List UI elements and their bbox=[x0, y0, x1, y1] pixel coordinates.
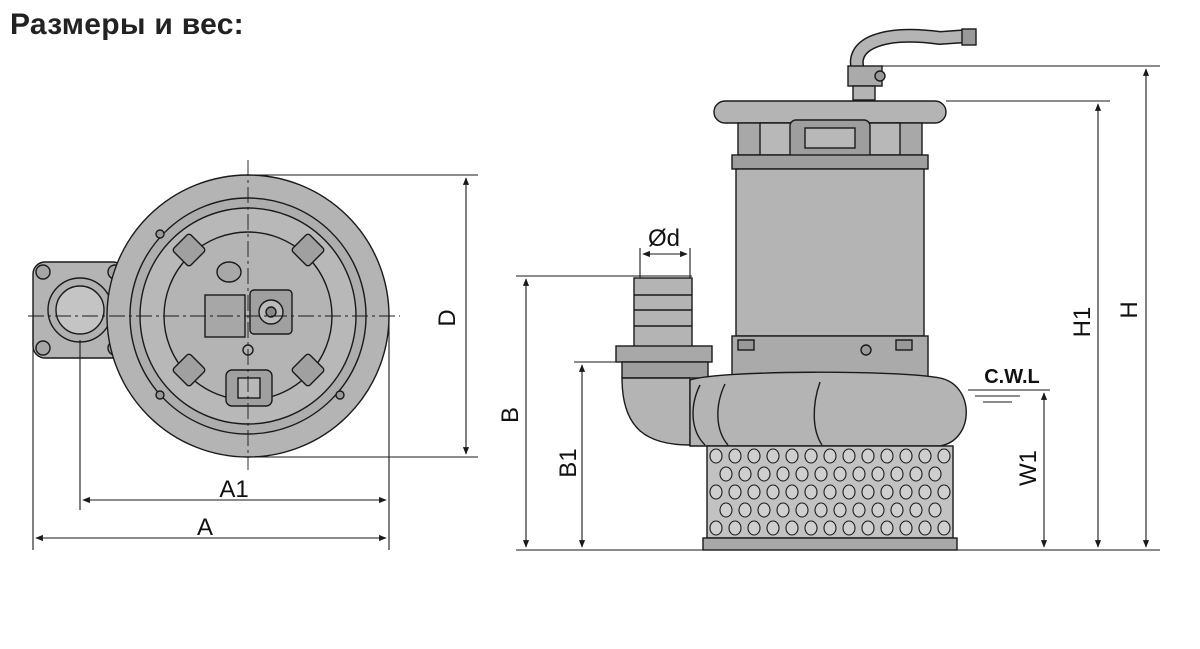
strainer-hole bbox=[918, 484, 932, 500]
strainer-hole bbox=[861, 520, 875, 536]
strainer-hole bbox=[899, 484, 913, 500]
dim-label-d-upper: D bbox=[434, 309, 461, 326]
strainer-hole bbox=[823, 484, 837, 500]
strainer-hole bbox=[833, 502, 847, 518]
strainer-hole bbox=[738, 502, 752, 518]
dim-label-a1: A1 bbox=[219, 476, 248, 503]
strainer-hole bbox=[785, 520, 799, 536]
strainer-hole bbox=[747, 484, 761, 500]
dim-label-h1: H1 bbox=[1069, 307, 1096, 338]
strainer-hole bbox=[842, 448, 856, 464]
strainer-hole bbox=[785, 484, 799, 500]
strainer-hole bbox=[766, 484, 780, 500]
strainer-hole bbox=[814, 466, 828, 482]
strainer-hole bbox=[880, 520, 894, 536]
strainer-hole bbox=[937, 520, 951, 536]
motor-housing bbox=[735, 168, 925, 337]
strainer-hole bbox=[776, 466, 790, 482]
strainer-hole bbox=[757, 466, 771, 482]
strainer-hole bbox=[909, 502, 923, 518]
dim-label-cwl: C.W.L bbox=[984, 366, 1040, 388]
strainer-hole bbox=[804, 448, 818, 464]
strainer-hole bbox=[766, 520, 780, 536]
strainer-hole bbox=[785, 448, 799, 464]
side-view-dimensions bbox=[516, 65, 1160, 551]
top-view-centerlines bbox=[28, 160, 400, 470]
strainer-hole bbox=[937, 448, 951, 464]
strainer-hole bbox=[747, 520, 761, 536]
strainer-hole bbox=[842, 484, 856, 500]
strainer-hole bbox=[899, 448, 913, 464]
dim-label-h: H bbox=[1116, 301, 1143, 318]
strainer-hole bbox=[795, 466, 809, 482]
strainer-hole bbox=[937, 484, 951, 500]
strainer-hole bbox=[852, 466, 866, 482]
strainer-hole bbox=[890, 502, 904, 518]
strainer-hole bbox=[890, 466, 904, 482]
dim-label-a: A bbox=[197, 514, 213, 541]
page-title: Размеры и вес: bbox=[10, 8, 244, 41]
top-view-dimensions bbox=[32, 174, 478, 550]
strainer-hole bbox=[728, 448, 742, 464]
strainer-hole bbox=[766, 448, 780, 464]
strainer-hole bbox=[738, 466, 752, 482]
strainer-hole bbox=[728, 520, 742, 536]
strainer-hole bbox=[747, 448, 761, 464]
strainer-hole bbox=[709, 520, 723, 536]
strainer-hole bbox=[728, 484, 742, 500]
strainer-holes bbox=[709, 448, 951, 536]
dim-label-b: B bbox=[497, 407, 524, 423]
strainer-hole bbox=[928, 502, 942, 518]
side-view bbox=[615, 28, 977, 551]
strainer-hole bbox=[918, 448, 932, 464]
strainer-hole bbox=[871, 466, 885, 482]
strainer-hole bbox=[880, 484, 894, 500]
strainer-hole bbox=[757, 502, 771, 518]
strainer-hole bbox=[709, 448, 723, 464]
strainer-hole bbox=[823, 448, 837, 464]
strainer-hole bbox=[776, 502, 790, 518]
dim-label-b1: B1 bbox=[555, 448, 582, 477]
strainer-hole bbox=[804, 520, 818, 536]
pump-casing bbox=[689, 371, 967, 447]
strainer-hole bbox=[719, 466, 733, 482]
strainer-hole bbox=[918, 520, 932, 536]
strainer-hole bbox=[899, 520, 913, 536]
strainer-hole bbox=[880, 448, 894, 464]
strainer-hole bbox=[823, 520, 837, 536]
strainer-hole bbox=[871, 502, 885, 518]
strainer-hole bbox=[842, 520, 856, 536]
strainer-hole bbox=[814, 502, 828, 518]
strainer-hole bbox=[719, 502, 733, 518]
strainer-hole bbox=[861, 448, 875, 464]
strainer-hole bbox=[909, 466, 923, 482]
strainer-hole bbox=[795, 502, 809, 518]
strainer-hole bbox=[928, 466, 942, 482]
strainer-hole bbox=[804, 484, 818, 500]
dim-label-w1: W1 bbox=[1015, 450, 1042, 486]
strainer-hole bbox=[709, 484, 723, 500]
discharge-nozzle bbox=[633, 277, 693, 349]
strainer-hole bbox=[861, 484, 875, 500]
strainer-hole bbox=[833, 466, 847, 482]
dim-label-d-outlet: Ød bbox=[648, 225, 680, 252]
strainer-hole bbox=[852, 502, 866, 518]
